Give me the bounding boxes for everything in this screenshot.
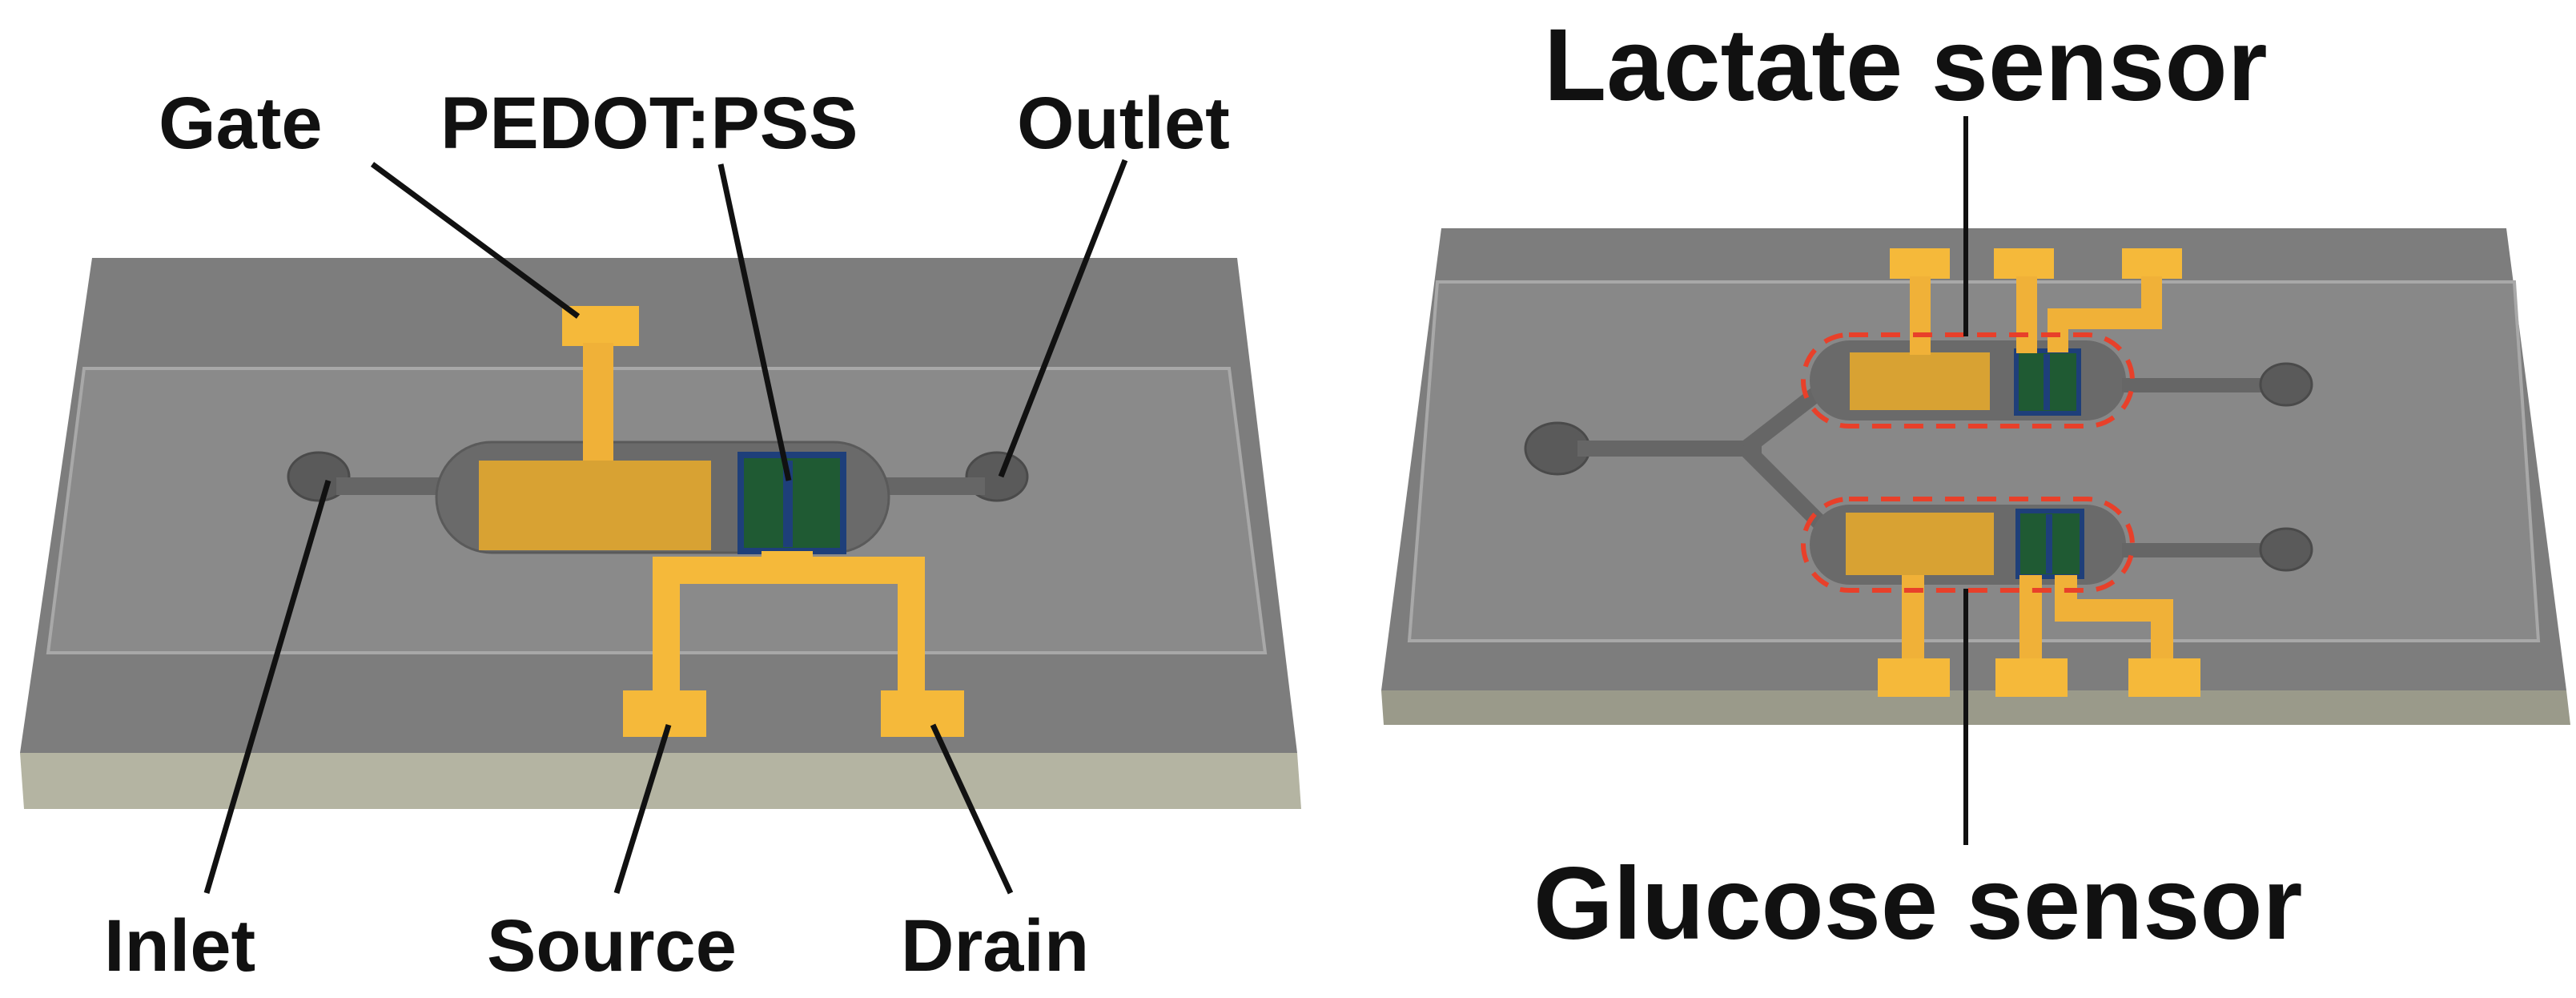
gate-leader [370, 162, 581, 319]
inlet-label: Inlet [104, 905, 256, 987]
gate-label: Gate [159, 82, 323, 164]
gate-trace [583, 343, 613, 463]
outlet-leader [998, 159, 1128, 478]
pedot-pss-label: PEDOT:PSS [440, 82, 858, 164]
upper-outlet-port [2259, 362, 2313, 407]
right-substrate-side [1381, 690, 2570, 725]
lactate-trace-2 [2016, 276, 2037, 353]
upper-outlet-channel [2122, 378, 2282, 392]
inlet-channel [336, 477, 456, 495]
source-leader [613, 723, 672, 895]
pedot-gap [783, 461, 793, 547]
left-device [20, 159, 1301, 895]
glucose-pedot-gap [2046, 514, 2052, 573]
lower-outlet-channel [2122, 543, 2282, 557]
gate-electrode [479, 461, 711, 550]
glucose-sensor-outline [1801, 497, 2135, 593]
drain-trace [786, 551, 925, 705]
lactate-pad-3 [2122, 248, 2182, 279]
pedot-leader [717, 163, 792, 481]
glucose-gate-electrode [1846, 513, 1994, 575]
source-label: Source [487, 905, 737, 987]
glucose-sensor-label: Glucose sensor [1533, 847, 2303, 961]
lactate-pad-1 [1890, 248, 1950, 279]
glucose-pad-2 [1995, 658, 2068, 697]
right-device [1381, 116, 2570, 845]
left-substrate-side [20, 753, 1301, 809]
lactate-gate-electrode [1850, 352, 1990, 410]
inlet-leader [203, 480, 332, 894]
outlet-label: Outlet [1017, 82, 1230, 164]
outlet-channel [865, 477, 985, 495]
lactate-sensor-label: Lactate sensor [1544, 8, 2268, 123]
drain-leader [930, 723, 1014, 895]
inlet-port [287, 451, 351, 502]
glucose-pad-1 [1878, 658, 1950, 697]
glucose-pad-3 [2128, 658, 2200, 697]
lactate-pedot-gap [2044, 354, 2050, 410]
lower-outlet-port [2259, 527, 2313, 572]
source-trace [653, 551, 789, 705]
lactate-pad-2 [1994, 248, 2054, 279]
lactate-trace-1 [1910, 276, 1931, 355]
drain-label: Drain [901, 905, 1090, 987]
lactate-sensor-outline [1801, 332, 2135, 429]
drain-pad [881, 690, 964, 737]
